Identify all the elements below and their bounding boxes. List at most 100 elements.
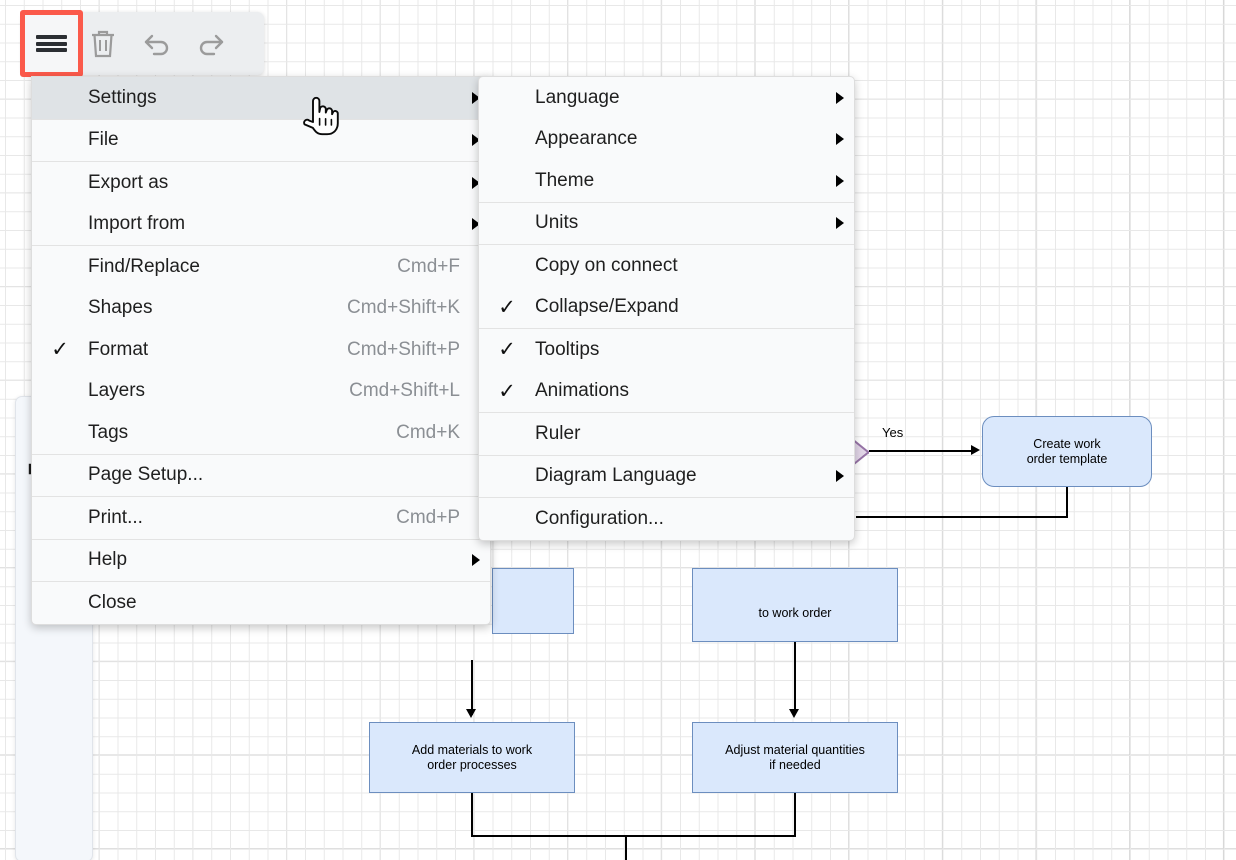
node-create-work-order-template[interactable]: Create work order template	[982, 416, 1152, 487]
menu-item-find-replace[interactable]: Find/Replace Cmd+F	[32, 246, 490, 288]
menu-item-shortcut: Cmd+Shift+P	[347, 338, 460, 360]
submenu-item-tooltips[interactable]: ✓Tooltips	[479, 329, 854, 371]
node-line-2: to work order	[758, 606, 832, 620]
menu-separator	[32, 161, 490, 162]
menu-item-page-setup[interactable]: Page Setup...	[32, 455, 490, 497]
arrowhead-right-icon	[971, 445, 980, 455]
node-line-1: Adjust material quantities	[725, 742, 865, 757]
edge-into-add-materials	[471, 660, 473, 715]
menu-item-label: File	[88, 129, 119, 151]
edge-workorder-to-adjust	[794, 642, 796, 714]
submenu-item-animations[interactable]: ✓Animations	[479, 371, 854, 413]
checkmark-icon: ✓	[498, 295, 516, 319]
menu-separator	[479, 328, 854, 329]
chevron-right-icon	[462, 134, 490, 147]
menu-separator	[32, 581, 490, 582]
menu-item-close[interactable]: Close	[32, 582, 490, 624]
edge-adjust-down	[794, 793, 796, 836]
menu-item-label: Language	[535, 86, 620, 108]
chevron-right-icon	[826, 91, 854, 104]
redo-button[interactable]	[184, 12, 238, 75]
node-line-1: Create work	[1033, 436, 1101, 451]
menu-item-label: Diagram Language	[535, 465, 697, 487]
node-line-2: if needed	[769, 757, 821, 772]
menu-item-label: Import from	[88, 213, 186, 235]
chevron-right-icon	[826, 133, 854, 146]
submenu-item-configuration[interactable]: Configuration...	[479, 498, 854, 540]
menu-item-label: Close	[88, 591, 137, 613]
edge-diamond-to-template	[869, 450, 974, 452]
hamburger-icon	[36, 32, 67, 54]
menu-item-label: Page Setup...	[88, 464, 204, 486]
menu-item-label: Find/Replace	[88, 255, 200, 277]
menu-item-settings[interactable]: Settings	[32, 77, 490, 119]
undo-button[interactable]	[130, 12, 184, 75]
node-partial-left[interactable]	[492, 568, 574, 634]
chevron-right-icon	[462, 91, 490, 104]
edge-template-down	[1066, 487, 1068, 518]
redo-icon	[199, 34, 224, 55]
menu-item-shortcut: Cmd+P	[396, 506, 460, 528]
menu-item-print[interactable]: Print... Cmd+P	[32, 497, 490, 539]
menu-separator	[32, 245, 490, 246]
menu-button[interactable]	[20, 10, 83, 77]
delete-button[interactable]	[76, 12, 130, 75]
node-line-2: order template	[1026, 451, 1108, 466]
menu-item-label: Print...	[88, 506, 143, 528]
node-to-work-order[interactable]: to work order	[692, 568, 898, 642]
submenu-item-appearance[interactable]: Appearance	[479, 119, 854, 161]
submenu-item-ruler[interactable]: Ruler	[479, 413, 854, 455]
chevron-right-icon	[462, 554, 490, 567]
checkmark-icon: ✓	[498, 338, 516, 362]
menu-item-label: Units	[535, 212, 579, 234]
arrowhead-down-icon	[466, 709, 476, 718]
menu-item-file[interactable]: File	[32, 120, 490, 162]
arrowhead-down-icon	[789, 709, 799, 718]
submenu-item-language[interactable]: Language	[479, 77, 854, 119]
menu-item-export-as[interactable]: Export as	[32, 162, 490, 204]
submenu-item-collapse-expand[interactable]: ✓ Collapse/Expand	[479, 287, 854, 329]
edge-merge-down	[625, 835, 627, 860]
trash-icon	[92, 30, 114, 57]
menu-item-label: Ruler	[535, 422, 581, 444]
menu-item-label: Collapse/Expand	[535, 296, 679, 318]
menu-separator	[479, 454, 854, 456]
submenu-item-diagram-language[interactable]: Diagram Language	[479, 456, 854, 498]
submenu-item-copy-on-connect[interactable]: Copy on connect	[479, 245, 854, 287]
edge-template-left	[856, 516, 1068, 518]
menu-item-label: Animations	[535, 380, 629, 402]
menu-separator	[32, 453, 490, 455]
checkmark-icon: ✓	[51, 338, 69, 362]
menu-item-label: Tags	[88, 421, 129, 443]
menu-item-label: Shapes	[88, 297, 153, 319]
chevron-right-icon	[826, 470, 854, 483]
menu-item-shortcut: Cmd+Shift+L	[349, 380, 460, 402]
menu-separator	[479, 497, 854, 498]
submenu-item-theme[interactable]: Theme	[479, 160, 854, 202]
node-adjust-quantities[interactable]: Adjust material quantities if needed	[692, 722, 898, 793]
menu-item-help[interactable]: Help	[32, 540, 490, 582]
menu-item-import-from[interactable]: Import from	[32, 204, 490, 246]
menu-separator	[32, 118, 490, 120]
menu-item-label: Help	[88, 549, 128, 571]
menu-separator	[479, 201, 854, 203]
node-add-materials[interactable]: Add materials to work order processes	[369, 722, 575, 793]
menu-item-layers[interactable]: Layers Cmd+Shift+L	[32, 371, 490, 413]
node-line-2: order processes	[427, 757, 517, 772]
submenu-item-units[interactable]: Units	[479, 203, 854, 245]
menu-item-label: Export as	[88, 171, 169, 193]
menu-item-label: Layers	[88, 380, 146, 402]
menu-item-label: Settings	[88, 86, 157, 108]
menu-item-shortcut: Cmd+F	[397, 255, 460, 277]
chevron-right-icon	[826, 217, 854, 230]
menu-item-label: Copy on connect	[535, 254, 678, 276]
undo-icon	[144, 34, 169, 55]
menu-separator	[32, 496, 490, 497]
menu-separator	[32, 538, 490, 540]
